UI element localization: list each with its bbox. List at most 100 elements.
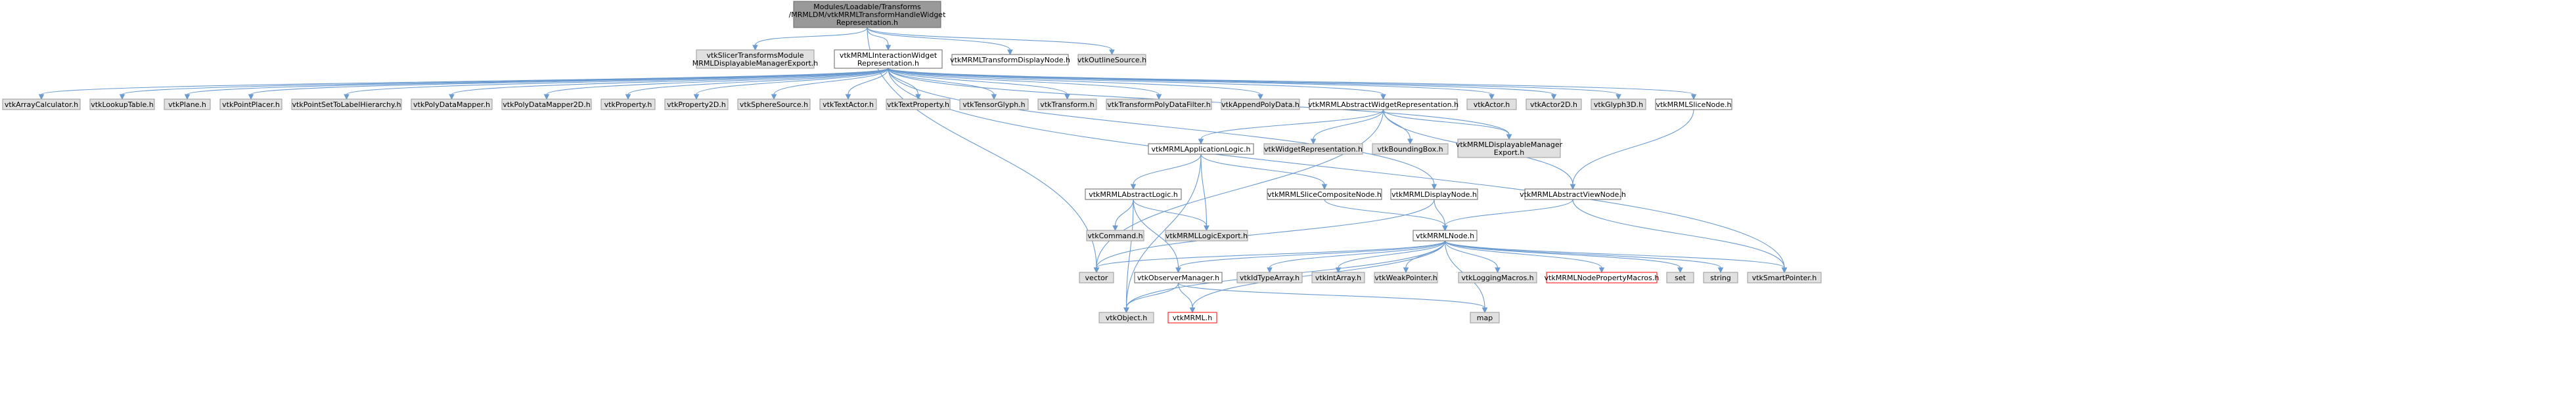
edge-arrowhead — [38, 94, 45, 100]
node-abstractWidgetRep[interactable]: vtkMRMLAbstractWidgetRepresentation.h — [1308, 98, 1458, 110]
node-intArray: vtkIntArray.h — [1311, 272, 1365, 284]
edge-line — [1572, 199, 1785, 268]
node-transformPolyDataFilter: vtkTransformPolyDataFilter.h — [1106, 98, 1212, 110]
node-box — [501, 98, 592, 110]
edge-mrmlNode-to-weakPointer — [1403, 240, 1446, 274]
edge-line — [888, 68, 995, 95]
edge-line — [1133, 199, 1179, 268]
node-label: vtkMRMLTransformDisplayNode.h — [950, 56, 1070, 64]
node-mrml: vtkMRML.h — [1167, 312, 1217, 324]
node-box — [1267, 188, 1382, 200]
node-mrmlNode[interactable]: vtkMRMLNode.h — [1412, 230, 1478, 242]
node-sliceNode[interactable]: vtkMRMLSliceNode.h — [1655, 98, 1732, 110]
node-transformDisplayNode[interactable]: vtkMRMLTransformDisplayNode.h — [950, 54, 1070, 66]
edge-line — [1434, 199, 1446, 226]
node-label: vtkOutlineSource.h — [1077, 56, 1146, 64]
node-observerManager[interactable]: vtkObserverManager.h — [1134, 272, 1223, 284]
edge-line — [888, 68, 1160, 95]
node-box — [737, 98, 811, 110]
edge-sliceComposite-to-mrmlNode — [1324, 199, 1448, 232]
node-property: vtkProperty.h — [600, 98, 656, 110]
edge-arrowhead — [1495, 267, 1501, 274]
node-label: vtkObject.h — [1106, 314, 1148, 322]
node-transform: vtkTransform.h — [1037, 98, 1097, 110]
node-sliceComposite[interactable]: vtkMRMLSliceCompositeNode.h — [1267, 188, 1382, 200]
edge-arrowhead — [885, 45, 892, 51]
edge-mrmlNode-to-loggingMacros — [1444, 240, 1501, 274]
node-box — [951, 54, 1069, 66]
node-label: vtkPointSetToLabelHierarchy.h — [292, 100, 401, 109]
edge-arrowhead — [1598, 267, 1605, 274]
node-box — [696, 49, 815, 69]
edge-arrowhead — [1781, 267, 1788, 274]
edge-line — [1200, 154, 1325, 185]
node-label: Modules/Loadable/Transforms — [813, 3, 921, 11]
node-glyph3D: vtkGlyph3D.h — [1591, 98, 1646, 110]
node-box — [164, 98, 211, 110]
node-pointSetToLabel: vtkPointSetToLabelHierarchy.h — [291, 98, 402, 110]
node-vector: vector — [1079, 272, 1114, 284]
node-command: vtkCommand.h — [1086, 230, 1144, 242]
node-appLogic[interactable]: vtkMRMLApplicationLogic.h — [1148, 143, 1254, 155]
edge-interWidgetRep-to-sphereSource — [771, 68, 889, 100]
node-label: vtkMRMLDisplayNode.h — [1391, 190, 1477, 199]
node-abstractLogic[interactable]: vtkMRMLAbstractLogic.h — [1085, 188, 1182, 200]
edge-interWidgetRep-to-abstractWidgetRep — [888, 68, 1386, 100]
edge-arrowhead — [1123, 307, 1129, 314]
edge-root-to-interWidgetRep — [867, 27, 892, 51]
node-box — [1098, 312, 1154, 324]
node-label: vtkWidgetRepresentation.h — [1264, 145, 1363, 154]
node-box — [89, 98, 155, 110]
node-outlineSource: vtkOutlineSource.h — [1077, 54, 1146, 66]
node-label: /MRMLDM/vtkMRMLTransformHandleWidget — [789, 10, 946, 19]
edge-line — [346, 68, 889, 95]
edge-arrowhead — [1550, 94, 1557, 100]
node-label: vtkMRMLAbstractWidgetRepresentation.h — [1308, 100, 1458, 109]
edge-mrmlNode-to-smartPointer — [1444, 240, 1788, 274]
edge-line — [888, 68, 1068, 95]
edge-arrowhead — [1442, 225, 1448, 232]
edge-line — [888, 68, 1261, 95]
edge-line — [187, 68, 889, 95]
node-arrayCalc: vtkArrayCalculator.h — [2, 98, 81, 110]
node-box — [1079, 272, 1114, 284]
node-box — [819, 98, 877, 110]
node-loggingMacros: vtkLoggingMacros.h — [1458, 272, 1537, 284]
node-displayNode[interactable]: vtkMRMLDisplayNode.h — [1390, 188, 1478, 200]
edge-interWidgetRep-to-property2D — [693, 68, 889, 100]
node-box — [1525, 98, 1582, 110]
edge-line — [1200, 109, 1384, 140]
node-label: Export.h — [1494, 148, 1525, 157]
node-smartPointer: vtkSmartPointer.h — [1747, 272, 1822, 284]
node-box — [1372, 143, 1449, 155]
edge-mrmlNode-to-idTypeArray — [1267, 240, 1446, 274]
edge-line — [1269, 240, 1446, 268]
node-box — [1236, 272, 1303, 284]
node-polyDataMapper: vtkPolyDataMapper.h — [411, 98, 493, 110]
node-box — [1747, 272, 1822, 284]
edge-line — [122, 68, 889, 95]
node-abstractViewNode[interactable]: vtkMRMLAbstractViewNode.h — [1520, 188, 1626, 200]
edge-arrowhead — [1717, 267, 1724, 274]
node-actor2D: vtkActor2D.h — [1525, 98, 1582, 110]
node-label: vtkObserverManager.h — [1137, 274, 1219, 282]
node-box — [1134, 272, 1223, 284]
edge-line — [1444, 199, 1573, 226]
edge-arrowhead — [1130, 184, 1137, 190]
edge-arrowhead — [184, 94, 191, 100]
node-label: vtkIntArray.h — [1315, 274, 1361, 282]
edge-line — [451, 68, 889, 95]
edge-interWidgetRep-to-sliceNode — [888, 68, 1697, 100]
edge-line — [1096, 240, 1446, 268]
edge-observerManager-to-mrml — [1177, 282, 1196, 314]
edge-arrowhead — [1570, 184, 1576, 190]
node-slicerExport: vtkSlicerTransformsModuleMRMLDisplayable… — [692, 49, 818, 69]
edge-root-to-outlineSource — [867, 27, 1115, 56]
edge-line — [888, 68, 1435, 185]
edge-line — [1444, 240, 1785, 268]
edge-line — [773, 68, 889, 95]
edge-observerManager-to-map — [1177, 282, 1488, 314]
node-label: vtkSlicerTransformsModule — [706, 51, 803, 60]
